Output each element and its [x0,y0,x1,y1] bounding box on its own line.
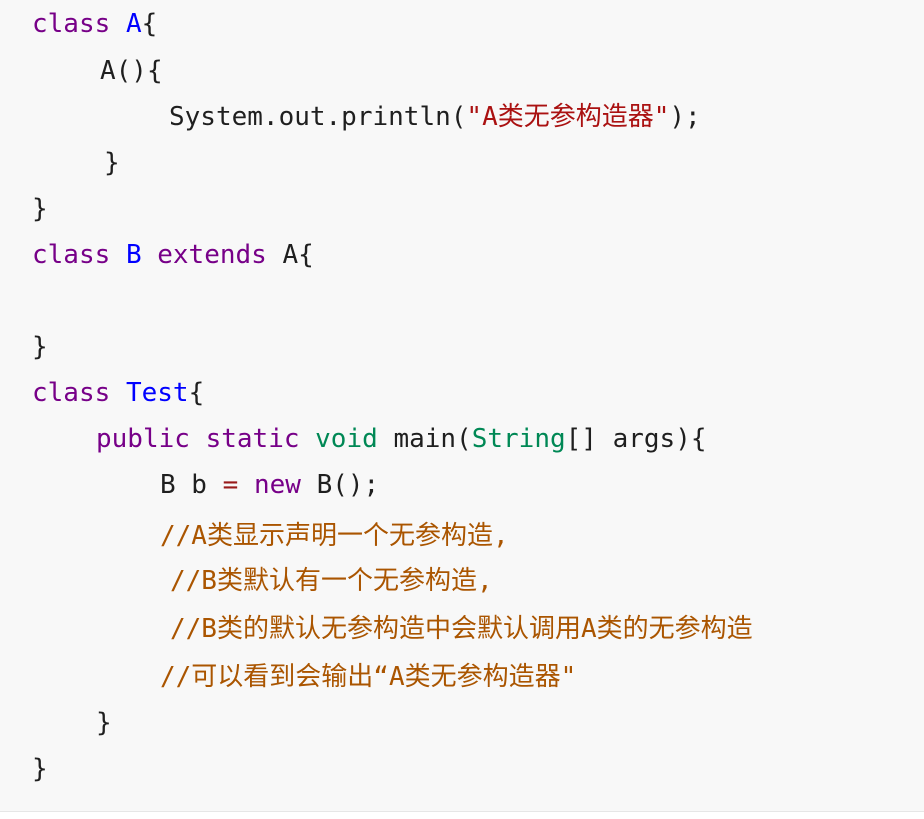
keyword-new: new [253,470,301,500]
constructor-call: B(); [316,470,380,500]
open-brace: { [141,9,158,39]
class-name-b: B [125,240,142,270]
code-line-constructor-a: A(){ [100,51,163,91]
println-end: ); [669,102,701,132]
open-brace: { [188,378,205,408]
code-line-close-class-test: } [32,749,48,789]
close-brace: } [96,708,112,738]
class-name-test: Test [125,378,189,408]
superclass-name: A{ [282,240,314,270]
keyword-class: class [32,240,111,270]
code-line-close-class-b: } [32,327,48,367]
comment-text: //B类默认有一个无参构造, [170,566,493,596]
code-line-println: System.out.println("A类无参构造器"); [169,97,701,137]
code-line-class-test: class Test{ [32,373,204,413]
code-line-class-b: class B extends A{ [32,235,314,275]
close-brace: } [104,148,120,178]
keyword-extends: extends [157,240,267,270]
code-line-class-a: class A{ [32,4,157,44]
keyword-class: class [32,378,111,408]
constructor-signature: A(){ [100,56,163,86]
code-line-comment-3: //B类的默认无参构造中会默认调用A类的无参构造 [170,609,753,649]
close-brace: } [32,332,48,362]
keyword-class: class [32,9,111,39]
code-line-comment-2: //B类默认有一个无参构造, [170,561,493,601]
type-void: void [315,424,378,454]
code-line-new-b: B b = new B(); [160,465,379,505]
code-line-comment-4: //可以看到会输出“A类无参构造器" [160,657,576,697]
comment-text: //B类的默认无参构造中会默认调用A类的无参构造 [170,614,753,644]
keyword-public: public [96,424,190,454]
code-line-comment-1: //A类显示声明一个无参构造, [160,516,509,556]
comment-text: //A类显示声明一个无参构造, [160,521,509,551]
string-literal: "A类无参构造器" [466,102,670,132]
method-name: main( [393,424,472,454]
close-brace: } [32,754,48,784]
assign-operator: = [222,470,239,500]
println-call: System.out.println( [169,102,467,132]
keyword-static: static [205,424,300,454]
type-string: String [471,424,566,454]
close-brace: } [32,194,48,224]
class-name-a: A [125,9,142,39]
method-params: [] args){ [565,424,707,454]
code-line-main-method: public static void main(String[] args){ [96,419,707,459]
comment-text: //可以看到会输出“A类无参构造器" [160,662,577,692]
variable-decl: B b [160,470,223,500]
code-line-close-class-a: } [32,189,48,229]
code-line-close-main: } [96,703,112,743]
code-line-close-constructor: } [104,143,120,183]
